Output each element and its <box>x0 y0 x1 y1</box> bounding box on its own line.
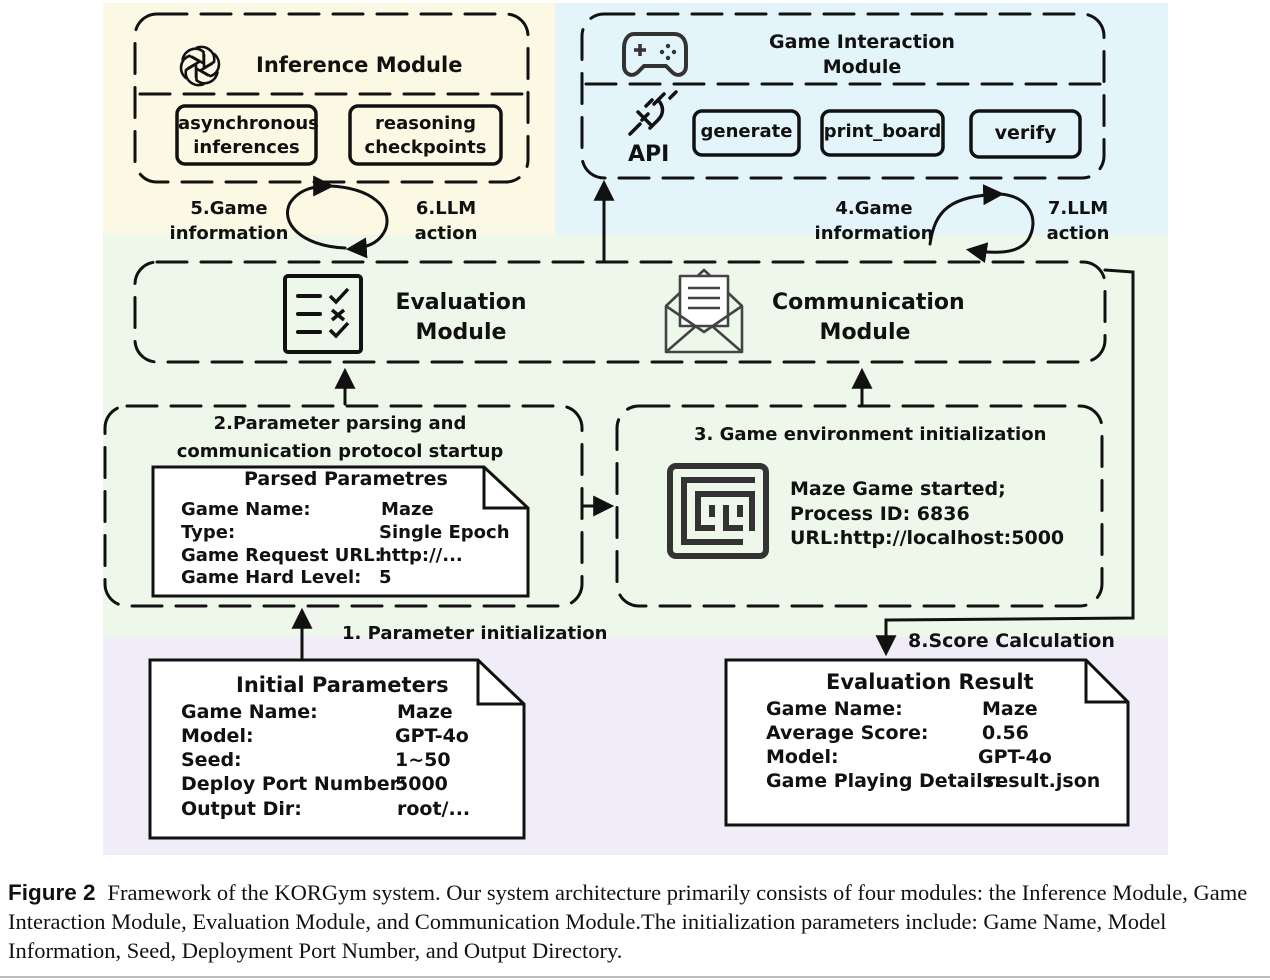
caption-text: Framework of the KORGym system. Our syst… <box>8 880 1248 963</box>
game-env-line: Process ID: 6836 <box>790 503 970 525</box>
print-board-label: print_board <box>823 121 942 142</box>
gamepad-icon <box>622 32 688 77</box>
parsed-param-key: Game Hard Level: <box>181 567 362 588</box>
param-parsing-title: 2.Parameter parsing and communication pr… <box>176 413 504 462</box>
figure-label: Figure 2 <box>8 880 96 905</box>
result-key: Game Name: <box>766 698 903 720</box>
bottom-divider <box>0 976 1270 978</box>
verify-label: verify <box>994 122 1057 144</box>
evaluation-module-title: Evaluation Module <box>395 290 527 345</box>
initial-param-value: Maze <box>397 701 453 723</box>
parsed-param-value: Single Epoch <box>379 522 510 543</box>
loop-arrow-4 <box>928 184 1005 246</box>
game-env-title: 3. Game environment initialization <box>694 424 1047 445</box>
score-calculation-label: 8.Score Calculation <box>908 630 1115 652</box>
openai-logo-icon <box>175 42 225 90</box>
initial-param-key: Deploy Port Number: <box>181 773 407 795</box>
initial-params-title: Initial Parameters <box>236 673 449 697</box>
async-inferences-label: asynchronous inferences <box>178 113 319 158</box>
parsed-param-value: 5 <box>379 567 392 588</box>
generate-box <box>692 109 801 157</box>
initial-param-value: 1~50 <box>395 749 451 771</box>
game-interaction-module-box <box>580 12 1106 180</box>
initial-param-value: root/... <box>397 798 471 820</box>
parsed-params-doc <box>151 465 530 598</box>
parsed-param-key: Game Request URL: <box>181 545 382 566</box>
llm-action-7-label: 7.LLM action <box>1046 198 1110 244</box>
initial-params-doc <box>148 658 526 840</box>
reasoning-checkpoints-box <box>348 104 503 166</box>
param-initialization-label: 1. Parameter initialization <box>342 623 608 644</box>
result-key: Average Score: <box>766 722 929 744</box>
eval-comm-module-box <box>133 260 1107 364</box>
parsed-param-key: Game Name: <box>181 499 311 520</box>
initial-param-key: Output Dir: <box>181 798 302 820</box>
evaluation-result-title: Evaluation Result <box>826 670 1034 694</box>
checklist-icon <box>283 274 363 354</box>
game-information-4-label: 4.Game information <box>814 198 934 244</box>
initial-param-key: Game Name: <box>181 701 318 723</box>
envelope-icon <box>664 268 744 354</box>
framework-diagram <box>103 12 1135 840</box>
async-inference-box <box>175 104 318 166</box>
parsed-param-value: http://... <box>379 545 463 566</box>
reasoning-checkpoints-label: reasoning checkpoints <box>364 113 487 158</box>
result-value: GPT-4o <box>978 746 1052 768</box>
result-value: result.json <box>986 770 1101 792</box>
arrow-score-calculation <box>875 268 1135 657</box>
result-key: Game Playing Details: <box>766 770 1002 792</box>
initial-param-key: Model: <box>181 725 254 747</box>
inference-module-title: Inference Module <box>256 53 463 77</box>
loop-arrow-left <box>286 175 347 250</box>
initial-param-key: Seed: <box>181 749 242 771</box>
evaluation-result-doc <box>724 658 1130 827</box>
parsed-params-doc-title: Parsed Parametres <box>244 468 448 490</box>
result-value: 0.56 <box>982 722 1029 744</box>
print-board-box <box>820 109 945 157</box>
verify-box <box>969 109 1082 159</box>
result-key: Model: <box>766 746 839 768</box>
communication-module-title: Communication Module <box>772 290 965 345</box>
result-value: Maze <box>982 698 1038 720</box>
maze-icon <box>667 463 769 559</box>
game-env-line: URL:http://localhost:5000 <box>790 527 1065 549</box>
loop-arrow-right <box>328 184 389 259</box>
game-env-line: Maze Game started; <box>790 478 1006 500</box>
initial-param-value: 5000 <box>395 773 448 795</box>
game-information-5-label: 5.Game information <box>169 198 289 244</box>
game-interaction-title: Game Interaction Module <box>769 31 955 78</box>
generate-label: generate <box>700 121 793 142</box>
api-label: API <box>628 142 670 167</box>
parsed-param-value: Maze <box>381 499 434 520</box>
game-env-box <box>615 404 1104 608</box>
parsed-param-key: Type: <box>181 522 236 543</box>
initial-param-value: GPT-4o <box>395 725 469 747</box>
plug-icon <box>628 90 678 136</box>
llm-action-6-label: 6.LLM action <box>414 198 478 244</box>
